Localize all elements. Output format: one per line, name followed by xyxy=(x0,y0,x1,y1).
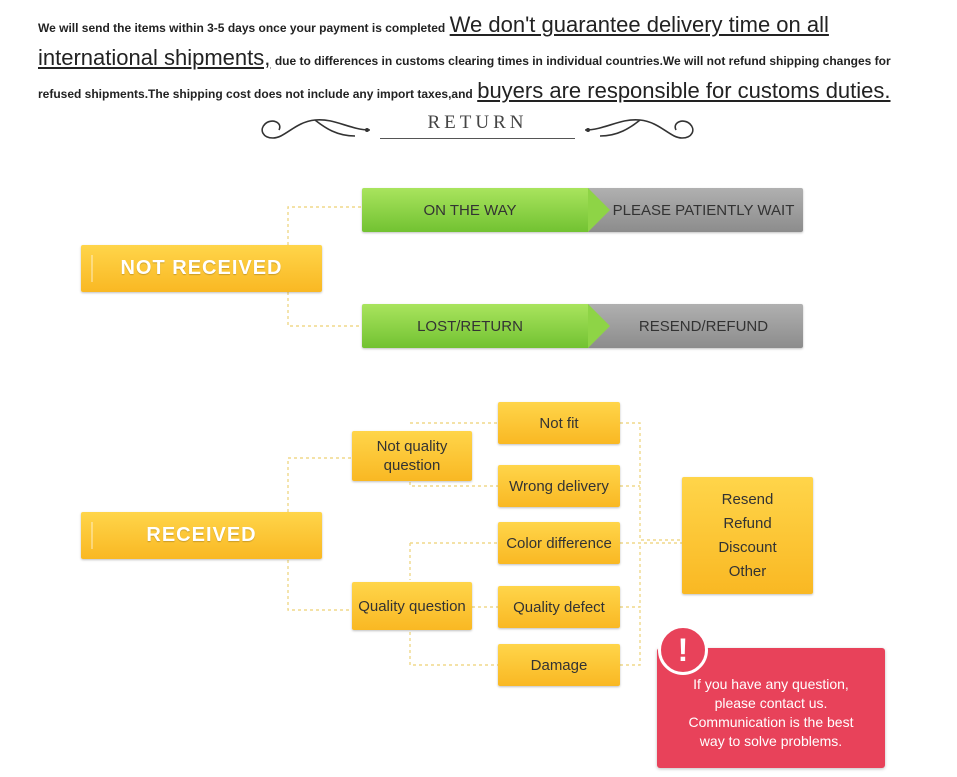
contact-line-3: Communication is the best xyxy=(688,714,854,730)
please-wait-step: PLEASE PATIENTLY WAIT xyxy=(588,188,803,232)
shipping-notice: We will send the items within 3-5 days o… xyxy=(38,10,928,109)
option-resend: Resend xyxy=(721,490,774,508)
not-fit-box: Not fit xyxy=(498,402,620,444)
return-title: RETURN xyxy=(427,112,528,133)
notice-part-1: We will send the items within 3-5 days o… xyxy=(38,21,446,35)
contact-line-1: If you have any question, xyxy=(693,676,849,692)
on-the-way-bar: ON THE WAY PLEASE PATIENTLY WAIT xyxy=(362,188,803,232)
left-flourish-icon xyxy=(261,119,371,139)
lost-return-step: LOST/RETURN xyxy=(362,304,610,348)
option-other: Other xyxy=(728,563,767,581)
color-difference-box: Color difference xyxy=(498,522,620,564)
contact-line-4: way to solve problems. xyxy=(699,733,843,749)
right-flourish-icon xyxy=(584,119,694,139)
notice-part-4: buyers are responsible for customs dutie… xyxy=(477,78,891,103)
wrong-delivery-box: Wrong delivery xyxy=(498,465,620,507)
resolution-options-box: Resend Refund Discount Other xyxy=(682,477,813,594)
quality-question-box: Quality question xyxy=(352,582,472,630)
lost-return-bar: LOST/RETURN RESEND/REFUND xyxy=(362,304,803,348)
contact-line-2: please contact us. xyxy=(714,695,828,711)
not-received-label: NOT RECEIVED xyxy=(120,257,283,279)
option-discount: Discount xyxy=(718,539,777,557)
quality-defect-box: Quality defect xyxy=(498,586,620,628)
notice-part-2: We don't guarantee delivery time on all … xyxy=(38,12,829,70)
received-box: RECEIVED xyxy=(81,512,322,559)
return-section-header: RETURN xyxy=(255,108,700,154)
option-refund: Refund xyxy=(723,514,772,532)
notice-part-3: due to differences in customs clearing t… xyxy=(38,54,891,101)
not-quality-question-box: Not quality question xyxy=(352,431,472,481)
exclamation-icon: ! xyxy=(658,625,708,675)
damage-box: Damage xyxy=(498,644,620,686)
not-received-box: NOT RECEIVED xyxy=(81,245,322,292)
return-underline xyxy=(380,138,575,139)
resend-refund-step: RESEND/REFUND xyxy=(588,304,803,348)
received-label: RECEIVED xyxy=(146,524,257,546)
on-the-way-step: ON THE WAY xyxy=(362,188,610,232)
